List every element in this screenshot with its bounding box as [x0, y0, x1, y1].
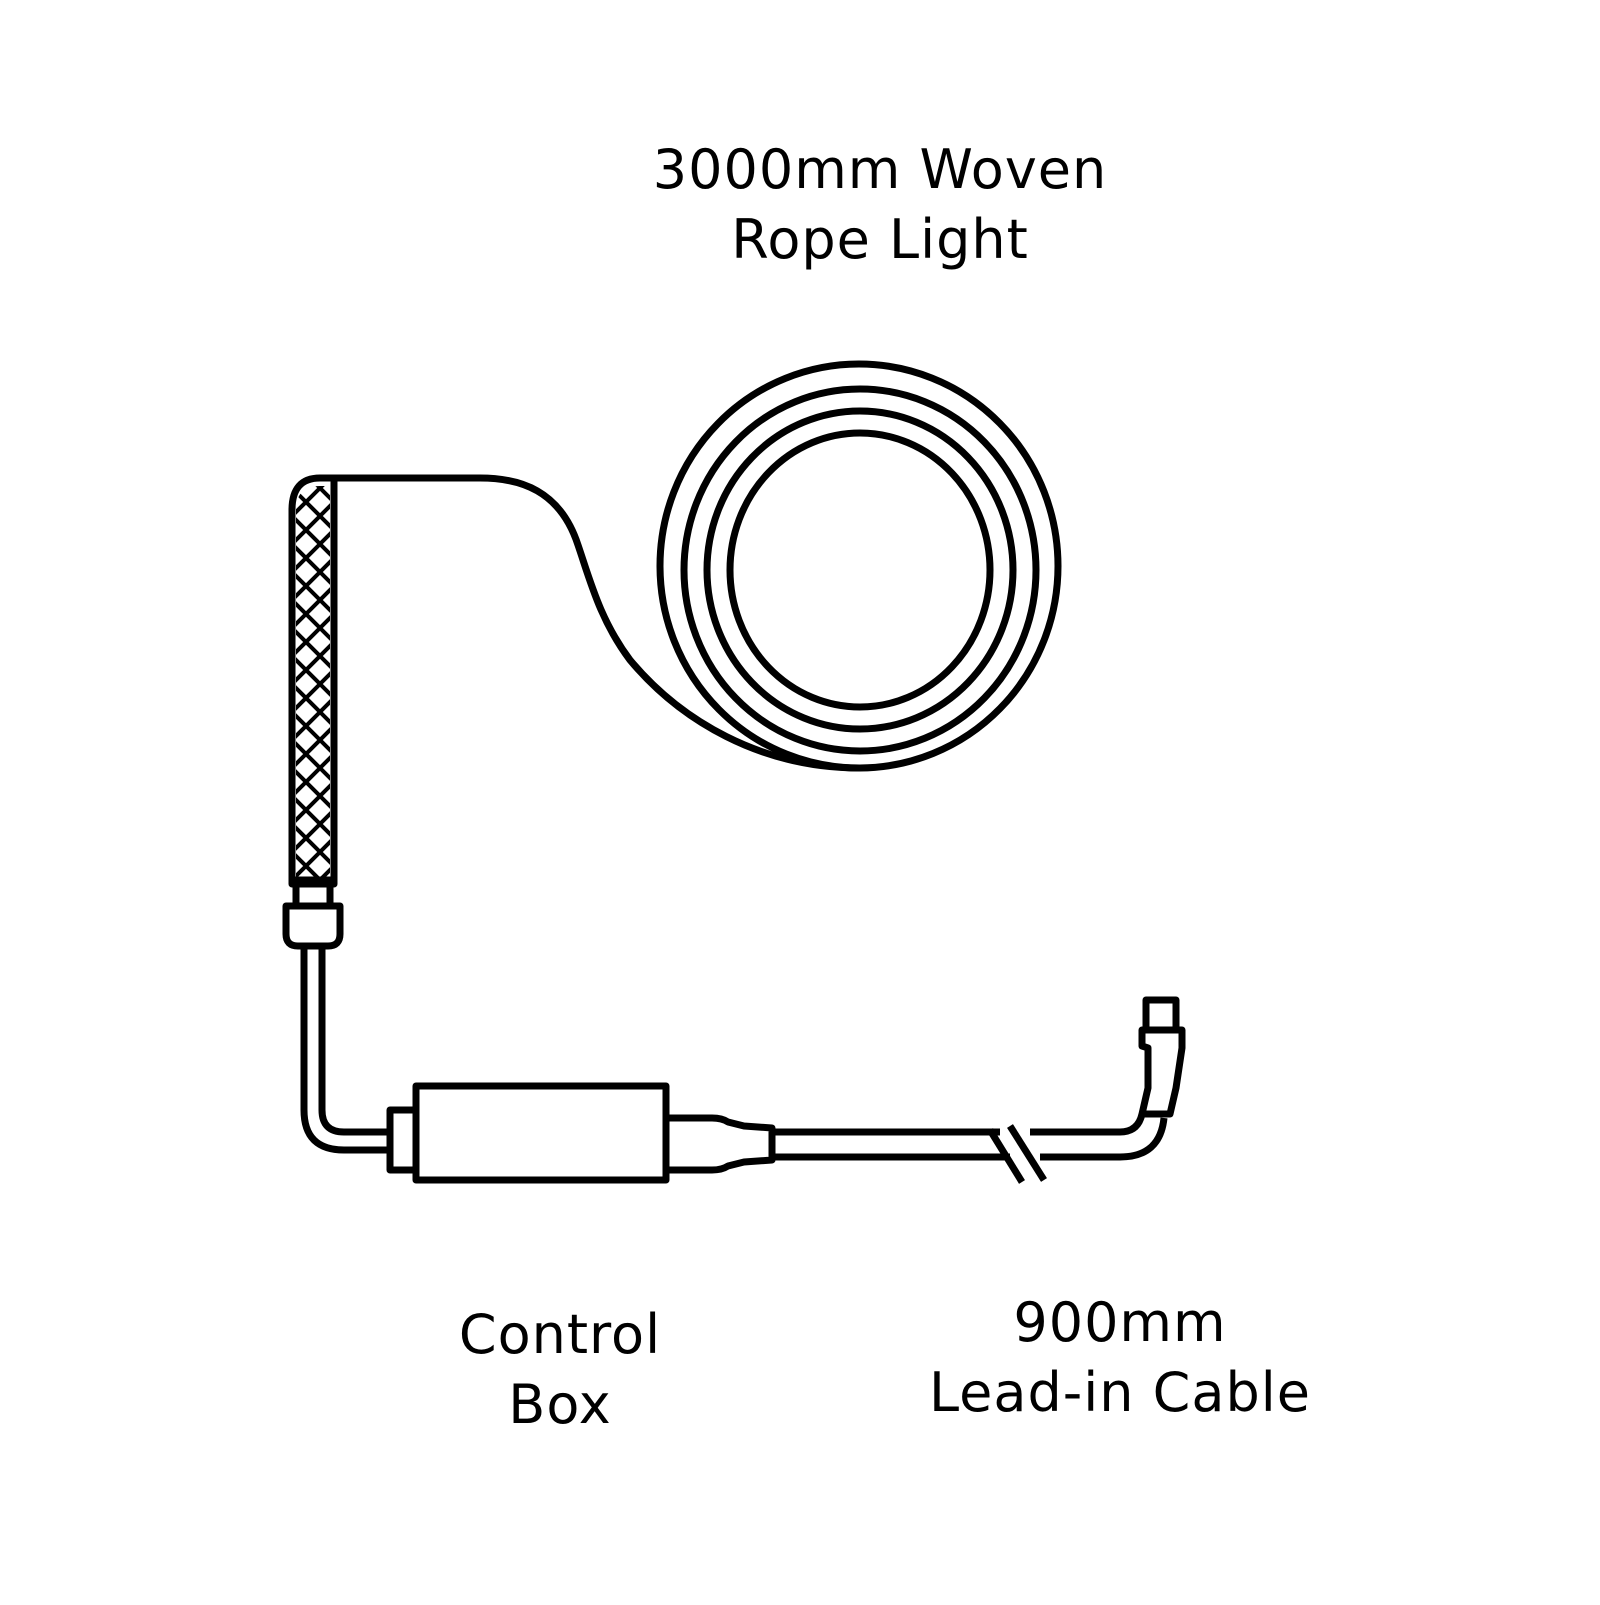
lead-in-cable-label: 900mm Lead-in Cable	[890, 1288, 1350, 1428]
control-box-label-line2: Box	[508, 1373, 612, 1436]
rope-light-coil	[656, 360, 1062, 772]
usb-plug	[1138, 996, 1186, 1118]
connector-cable	[300, 946, 390, 1154]
lead-in-cable-label-line1: 900mm	[1013, 1291, 1227, 1354]
rope-light-label-line2: Rope Light	[731, 208, 1029, 271]
end-connector	[282, 902, 344, 950]
control-box-label: Control Box	[380, 1300, 740, 1440]
lead-in-cable	[666, 1113, 1168, 1184]
control-box-label-line1: Control	[458, 1303, 662, 1366]
rope-light-path	[330, 474, 861, 772]
break-mark-2	[1007, 1124, 1047, 1182]
lead-in-cable-label-line2: Lead-in Cable	[929, 1361, 1311, 1424]
control-box	[386, 1082, 670, 1184]
rope-light-label: 3000mm Woven Rope Light	[560, 135, 1200, 275]
woven-sleeve	[288, 474, 338, 910]
rope-light-label-line1: 3000mm Woven	[652, 138, 1108, 201]
